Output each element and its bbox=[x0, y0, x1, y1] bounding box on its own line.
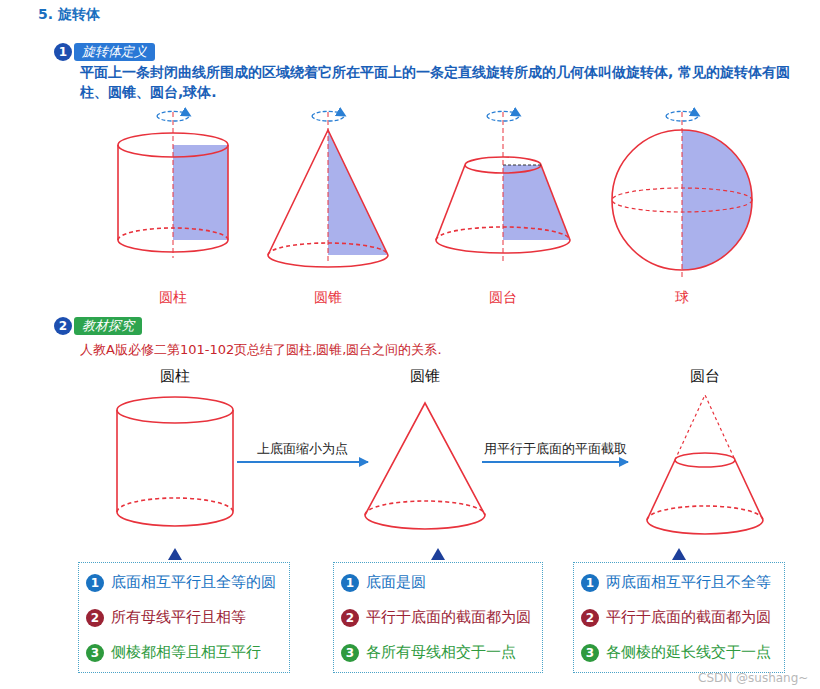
property-text: 所有母线平行且相等 bbox=[111, 600, 283, 635]
solid-figure: 圆柱 bbox=[115, 366, 235, 531]
callout-number: 2 bbox=[54, 317, 72, 335]
figure-heading: 圆锥 bbox=[370, 366, 480, 386]
callout-number: 2 bbox=[581, 609, 599, 627]
callout-number: 1 bbox=[86, 574, 104, 592]
property-text: 侧棱都相等且相互平行 bbox=[111, 635, 283, 670]
callout-number: 3 bbox=[86, 644, 104, 662]
section-badge: 旋转体定义 bbox=[74, 43, 155, 61]
transform-arrow bbox=[482, 461, 628, 463]
figure-name: 圆台 bbox=[489, 289, 517, 307]
callout-number: 3 bbox=[581, 644, 599, 662]
callout-number: 2 bbox=[86, 609, 104, 627]
property-text: 两底面相互平行且不全等 bbox=[606, 565, 778, 600]
section-badge: 教材探究 bbox=[74, 317, 142, 335]
note-text: 人教A版必修二第101-102页总结了圆柱,圆锥,圆台之间的关系. bbox=[80, 341, 442, 359]
property-text: 底面相互平行且全等的圆 bbox=[111, 565, 283, 600]
property-text: 各侧棱的延长线交于一点 bbox=[606, 635, 778, 670]
figure-name: 圆锥 bbox=[314, 289, 342, 307]
arrow-label: 用平行于底面的平面截取 bbox=[484, 440, 627, 458]
property-text: 平行于底面的截面都为圆 bbox=[606, 600, 778, 635]
property-box: 底面是圆平行于底面的截面都为圆各所有母线相交于一点 1 2 3 bbox=[333, 562, 543, 673]
property-text: 各所有母线相交于一点 bbox=[366, 635, 536, 670]
figure-name: 球 bbox=[675, 289, 689, 307]
figure-heading: 圆台 bbox=[630, 366, 780, 386]
transform-arrow bbox=[237, 461, 368, 463]
section-title: 5. 旋转体 bbox=[38, 6, 100, 24]
figure-name: 圆柱 bbox=[159, 289, 187, 307]
solid-figure: 圆台 bbox=[630, 366, 780, 531]
property-text: 底面是圆 bbox=[366, 565, 536, 600]
callout-number: 2 bbox=[341, 609, 359, 627]
badge-text: 旋转体定义 bbox=[82, 44, 147, 60]
figure-heading: 圆柱 bbox=[115, 366, 235, 386]
callout-number: 3 bbox=[341, 644, 359, 662]
solid-figure: 圆锥 bbox=[370, 366, 480, 531]
property-box: 两底面相互平行且不全等平行于底面的截面都为圆各侧棱的延长线交于一点 1 2 3 bbox=[573, 562, 785, 673]
watermark: CSDN @sushang~ bbox=[698, 671, 808, 685]
definition-text: 平面上一条封闭曲线所围成的区域绕着它所在平面上的一条定直线旋转所成的几何体叫做旋… bbox=[80, 62, 792, 102]
callout-number: 1 bbox=[341, 574, 359, 592]
property-box: 底面相互平行且全等的圆所有母线平行且相等侧棱都相等且相互平行 1 2 3 bbox=[78, 562, 290, 673]
property-text: 平行于底面的截面都为圆 bbox=[366, 600, 536, 635]
callout-number: 1 bbox=[581, 574, 599, 592]
callout-number: 1 bbox=[54, 43, 72, 61]
arrow-label: 上底面缩小为点 bbox=[257, 440, 348, 458]
badge-text: 教材探究 bbox=[82, 318, 134, 334]
